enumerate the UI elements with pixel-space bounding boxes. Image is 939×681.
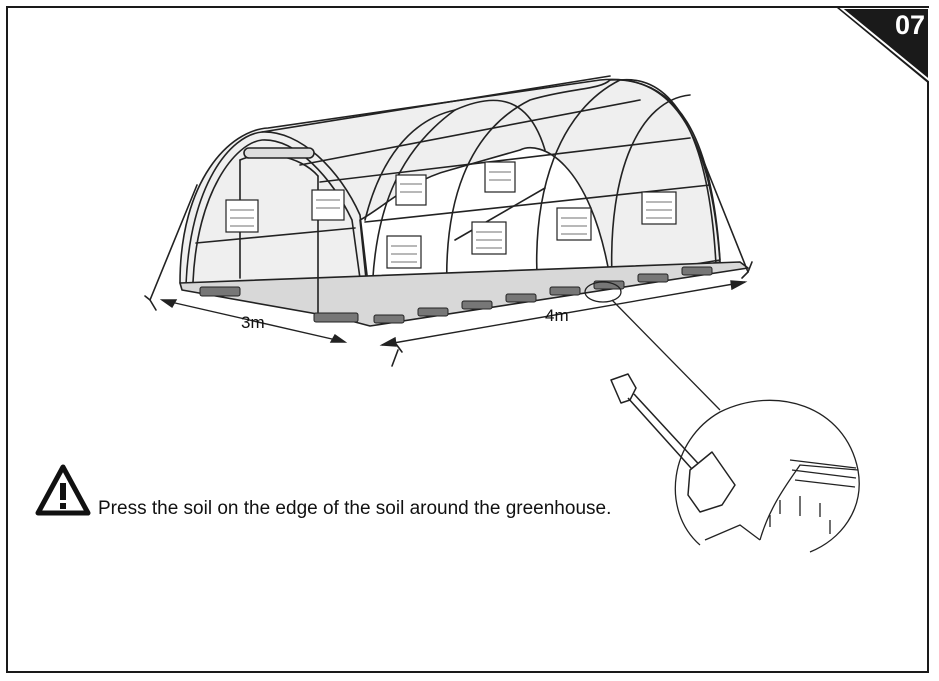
callout-leader xyxy=(611,299,721,411)
window xyxy=(311,189,345,221)
length-label: 4m xyxy=(545,306,569,325)
warning-triangle-icon xyxy=(35,464,91,516)
window xyxy=(395,174,427,206)
detail-marker xyxy=(584,281,622,303)
sandbag xyxy=(637,273,669,283)
sandbag xyxy=(549,286,581,296)
ground-skirt xyxy=(179,261,749,327)
guy-rope-rear-right xyxy=(699,151,749,273)
width-label: 3m xyxy=(241,313,265,332)
sandbag xyxy=(461,300,493,310)
sandbag xyxy=(313,312,359,323)
sandbag xyxy=(505,293,537,303)
sandbag xyxy=(417,307,449,317)
step-number: 07 xyxy=(894,10,925,40)
window xyxy=(641,191,677,225)
sandbag xyxy=(373,314,405,324)
window xyxy=(484,161,516,193)
window xyxy=(225,199,259,233)
arch-back xyxy=(609,79,721,263)
sandbag xyxy=(681,266,713,276)
sandbag xyxy=(199,286,241,297)
length-dimension-line xyxy=(381,281,746,346)
guy-rope-front-left xyxy=(149,184,198,301)
roof-ridge xyxy=(261,75,611,133)
detail-circle xyxy=(674,399,860,553)
step-badge xyxy=(837,8,929,84)
arch-2 xyxy=(371,99,546,319)
page-frame xyxy=(6,6,929,673)
shovel-icon xyxy=(610,373,736,513)
window xyxy=(386,235,422,269)
window xyxy=(471,221,507,255)
window xyxy=(556,207,592,241)
sandbag xyxy=(593,280,625,290)
width-dimension-line xyxy=(161,299,346,343)
instruction-text: Press the soil on the edge of the soil a… xyxy=(98,498,612,519)
arch-3 xyxy=(445,79,611,311)
